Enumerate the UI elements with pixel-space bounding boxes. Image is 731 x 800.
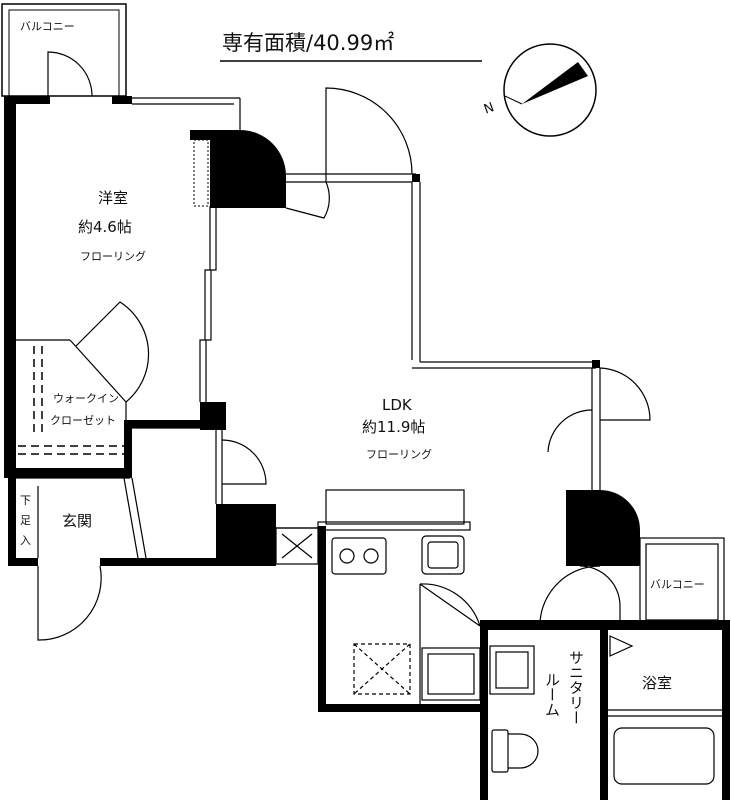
shoebox-line1: 下 xyxy=(20,494,31,507)
thin-walls xyxy=(16,97,725,704)
compass-north-label: N xyxy=(482,100,496,117)
shoebox-line3: 入 xyxy=(20,534,31,547)
sanitary-col2: ルーム xyxy=(543,672,561,717)
walkin-line1: ウォークイン xyxy=(53,392,119,405)
fridge-space xyxy=(353,643,411,695)
closet-rails xyxy=(18,346,124,455)
ldk-size: 約11.9帖 xyxy=(362,418,425,436)
sanitary-col1: サニタリー xyxy=(567,650,585,725)
pillar-right xyxy=(566,490,640,566)
walls xyxy=(4,96,730,800)
walkin-line2: クローゼット xyxy=(50,414,116,427)
bathtub xyxy=(608,709,722,785)
washbasin-mark xyxy=(609,635,634,657)
western-room-size: 約4.6帖 xyxy=(78,218,132,236)
ldk-name: LDK xyxy=(382,396,413,414)
entrance-name: 玄関 xyxy=(62,512,92,530)
balcony-right-label: バルコニー xyxy=(650,578,705,591)
ldk-floor: フローリング xyxy=(366,447,432,461)
western-room-name: 洋室 xyxy=(98,189,128,207)
stove xyxy=(331,537,387,575)
pillar-top xyxy=(190,130,286,208)
doors xyxy=(37,87,651,641)
washer-space xyxy=(421,645,535,701)
balcony-top: バルコニー xyxy=(1,3,127,97)
balcony-top-label: バルコニー xyxy=(20,20,75,33)
shoebox-line2: 足 xyxy=(20,514,31,527)
sink xyxy=(421,535,465,575)
toilet xyxy=(491,729,539,773)
area-title: 専有面積/40.99㎡ xyxy=(222,31,394,55)
compass: N xyxy=(482,43,597,137)
western-room-floor: フローリング xyxy=(80,249,146,263)
bath-name: 浴室 xyxy=(642,674,672,692)
